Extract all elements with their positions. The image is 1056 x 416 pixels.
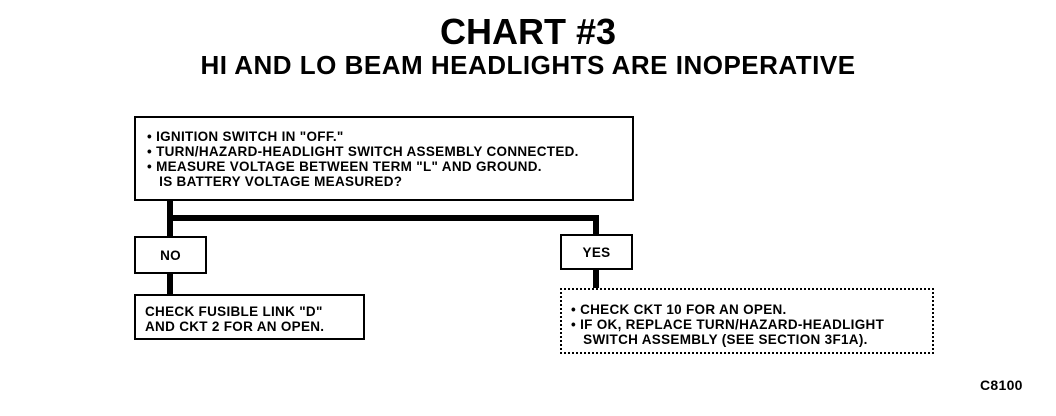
- start-box-line: • TURN/HAZARD-HEADLIGHT SWITCH ASSEMBLY …: [147, 144, 579, 159]
- start-box-line: • IGNITION SWITCH IN "OFF.": [147, 129, 344, 144]
- start-box-line: • MEASURE VOLTAGE BETWEEN TERM "L" AND G…: [147, 159, 542, 174]
- yes-result-connector: [593, 268, 599, 290]
- yes-result-box: • CHECK CKT 10 FOR AN OPEN. • IF OK, REP…: [560, 288, 934, 354]
- no-result-connector: [167, 272, 173, 296]
- branch-connector: [167, 215, 599, 221]
- no-box: NO: [134, 236, 207, 274]
- yes-label: YES: [582, 244, 611, 260]
- yes-box: YES: [560, 234, 633, 270]
- no-result-line: AND CKT 2 FOR AN OPEN.: [145, 319, 325, 334]
- chart-subtitle: HI AND LO BEAM HEADLIGHTS ARE INOPERATIV…: [200, 50, 856, 80]
- no-result-box: CHECK FUSIBLE LINK "D" AND CKT 2 FOR AN …: [134, 294, 365, 340]
- figure-code: C8100: [980, 377, 1023, 393]
- start-box-line: IS BATTERY VOLTAGE MEASURED?: [147, 174, 403, 189]
- yes-result-line: • IF OK, REPLACE TURN/HAZARD-HEADLIGHT: [571, 317, 885, 332]
- yes-connector: [593, 215, 599, 237]
- chart-title: CHART #3: [439, 11, 617, 52]
- yes-result-line: SWITCH ASSEMBLY (SEE SECTION 3F1A).: [571, 332, 868, 347]
- yes-result-line: • CHECK CKT 10 FOR AN OPEN.: [571, 302, 787, 317]
- no-label: NO: [160, 247, 181, 263]
- start-box: • IGNITION SWITCH IN "OFF." • TURN/HAZAR…: [134, 116, 634, 201]
- no-result-line: CHECK FUSIBLE LINK "D": [145, 304, 323, 319]
